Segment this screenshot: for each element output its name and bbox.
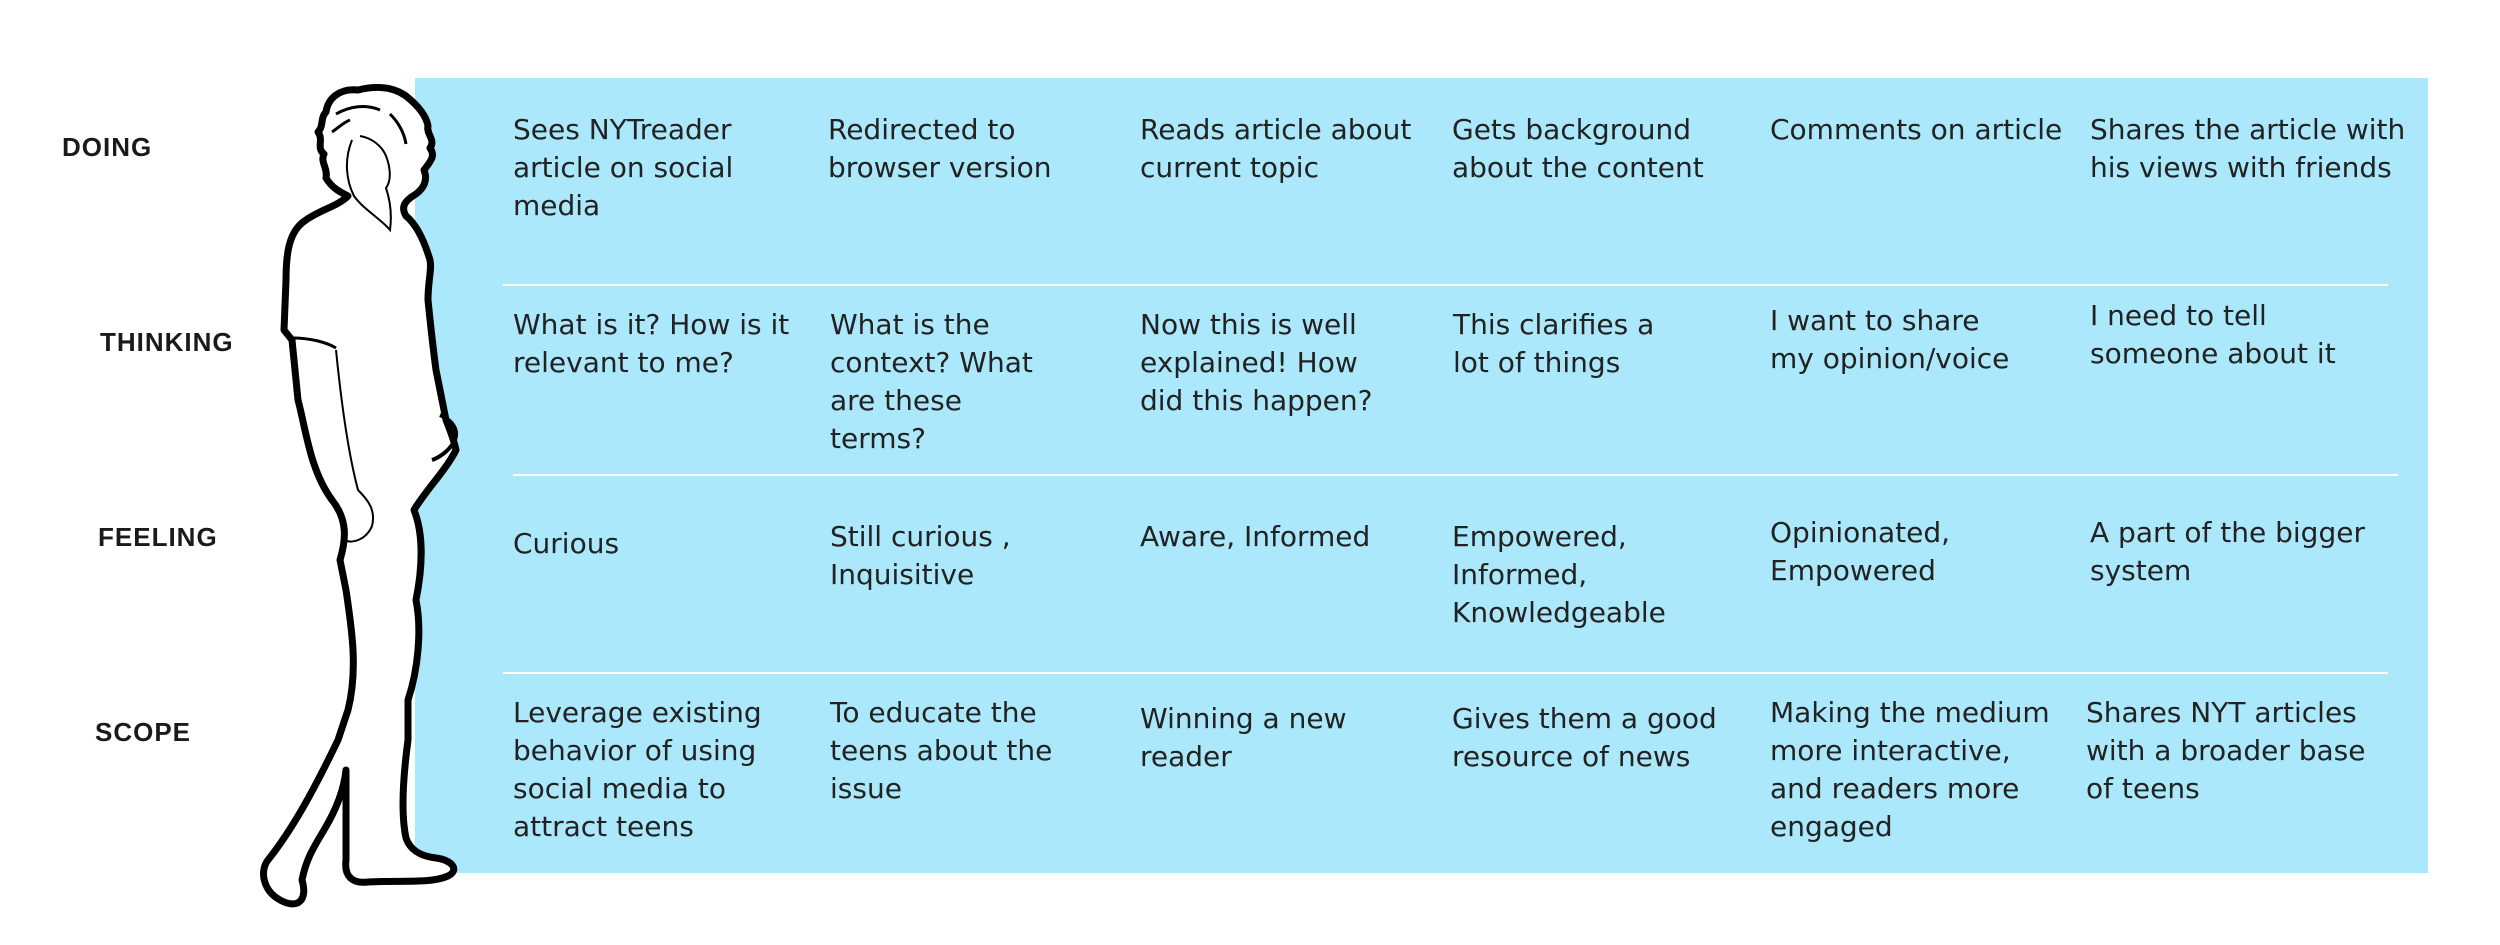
- row-divider: [513, 474, 2398, 476]
- cell-scope-1: Leverage existing behavior of using soci…: [513, 696, 762, 843]
- cell-doing-4: Gets background about the content: [1452, 113, 1704, 184]
- cell-feeling-3: Aware, Informed: [1140, 520, 1371, 553]
- cell-doing-5: Comments on article: [1770, 113, 2063, 146]
- cell-feeling-2: Still curious , Inquisitive: [830, 520, 1011, 591]
- cell-thinking-6: I need to tell someone about it: [2090, 299, 2336, 370]
- cell-thinking-1: What is it? How is it relevant to me?: [513, 308, 790, 379]
- row-label-feeling: FEELING: [98, 522, 218, 552]
- cell-thinking-5: I want to share my opinion/voice: [1770, 304, 2010, 375]
- cell-feeling-1: Curious: [513, 527, 620, 560]
- cell-doing-3: Reads article about current topic: [1140, 113, 1412, 184]
- cell-feeling-5: Opinionated, Empowered: [1770, 516, 1951, 587]
- row-label-doing: DOING: [62, 132, 153, 162]
- cell-scope-6: Shares NYT articles with a broader base …: [2086, 696, 2366, 805]
- row-divider: [503, 672, 2388, 674]
- cell-feeling-4: Empowered, Informed, Knowledgeable: [1452, 520, 1666, 629]
- cell-doing-1: Sees NYTreader article on social media: [513, 113, 734, 222]
- cell-scope-3: Winning a new reader: [1140, 702, 1347, 773]
- row-label-thinking: THINKING: [100, 327, 234, 357]
- cell-thinking-2: What is the context? What are these term…: [830, 308, 1033, 455]
- cell-scope-4: Gives them a good resource of news: [1452, 702, 1717, 773]
- cell-doing-6: Shares the article with his views with f…: [2090, 113, 2406, 184]
- row-divider: [503, 284, 2388, 286]
- row-label-scope: SCOPE: [95, 717, 192, 747]
- cell-doing-2: Redirected to browser version: [828, 113, 1052, 184]
- cell-scope-5: Making the medium more interactive, and …: [1770, 696, 2050, 843]
- cell-thinking-3: Now this is well explained! How did this…: [1140, 308, 1373, 417]
- cell-feeling-6: A part of the bigger system: [2090, 516, 2365, 587]
- cell-scope-2: To educate the teens about the issue: [830, 696, 1053, 805]
- person-silhouette-icon: [260, 84, 460, 908]
- cell-thinking-4: This clarifies a lot of things: [1453, 308, 1655, 379]
